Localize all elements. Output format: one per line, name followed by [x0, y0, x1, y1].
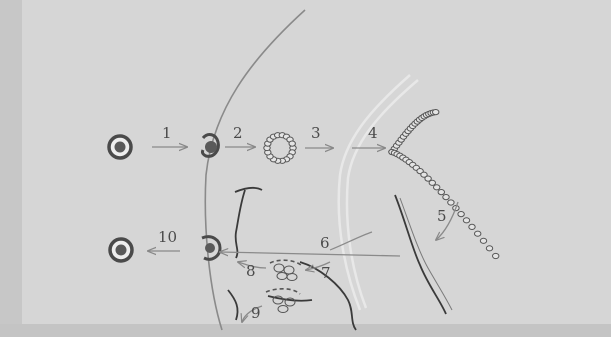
- step-label-10: 10: [158, 228, 177, 246]
- step-label-1: 1: [162, 124, 172, 142]
- strand-bead: [463, 218, 469, 223]
- step-label-8: 8: [246, 262, 256, 280]
- step-label-5: 5: [437, 207, 447, 225]
- step-label-2: 2: [233, 124, 243, 142]
- left-edge-shadow: [0, 0, 22, 337]
- step-label-6: 6: [320, 234, 330, 252]
- free-virus-particle: [109, 136, 131, 158]
- strand-bead: [480, 238, 486, 243]
- step-label-9: 9: [251, 304, 261, 322]
- step-label-4: 4: [368, 124, 378, 142]
- strand-bead: [433, 110, 439, 115]
- ring-bead: [289, 141, 295, 146]
- strand-bead: [469, 224, 475, 229]
- strand-bead: [486, 246, 492, 251]
- strand-bead: [475, 231, 481, 236]
- step-label-3: 3: [311, 124, 321, 142]
- bottom-edge-shadow: [0, 324, 611, 337]
- released-virus-particle: [110, 239, 132, 261]
- strand-bead: [443, 195, 449, 200]
- strand-bead: [493, 253, 499, 258]
- strand-bead: [448, 200, 454, 205]
- step-label-7: 7: [321, 264, 331, 282]
- strand-bead: [434, 185, 440, 190]
- strand-bead: [458, 212, 464, 217]
- strand-bead: [438, 190, 444, 195]
